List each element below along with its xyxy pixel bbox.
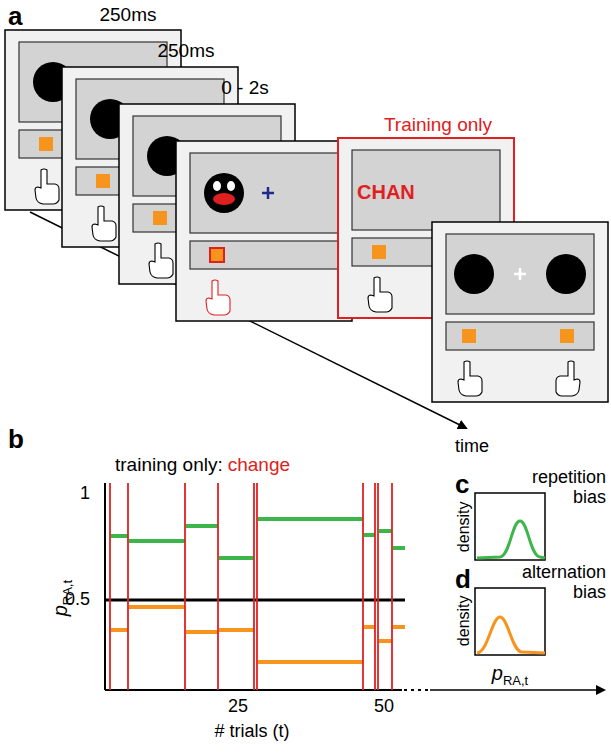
- panel-letter: a: [8, 2, 22, 31]
- axis-label: # trials (t): [214, 722, 289, 742]
- tick-label: 50: [374, 697, 394, 717]
- variable-name: p: [492, 662, 503, 684]
- duration-label: 250ms: [99, 5, 156, 26]
- variable-subscript: RA,t: [503, 673, 528, 688]
- axis-label: density: [454, 502, 472, 553]
- duration-label: 250ms: [157, 41, 214, 62]
- tick-label: 25: [228, 697, 248, 717]
- panel-letter: b: [8, 425, 24, 454]
- axis-label: time: [455, 437, 489, 457]
- axis-label: density: [454, 596, 472, 647]
- screen-text-box: CHAN: [357, 181, 415, 204]
- panel-letter: d: [455, 565, 471, 594]
- panel-letter: c: [455, 470, 469, 499]
- plot-title: training only:change: [115, 455, 290, 476]
- variable-name: p: [49, 605, 71, 616]
- variable-label: pRA,t: [49, 580, 75, 616]
- tick-label: 1: [80, 484, 90, 504]
- panel-caption: alternation bias: [506, 563, 606, 603]
- training-label: Training only: [384, 115, 492, 136]
- duration-label: 0 - 2s: [221, 78, 269, 99]
- variable-subscript: RA,t: [60, 580, 75, 605]
- change-text: CHAN: [357, 181, 415, 203]
- plot-title-red: change: [228, 454, 290, 475]
- variable-label: pRA,t: [492, 662, 528, 688]
- panel-caption: repetition bias: [506, 468, 606, 508]
